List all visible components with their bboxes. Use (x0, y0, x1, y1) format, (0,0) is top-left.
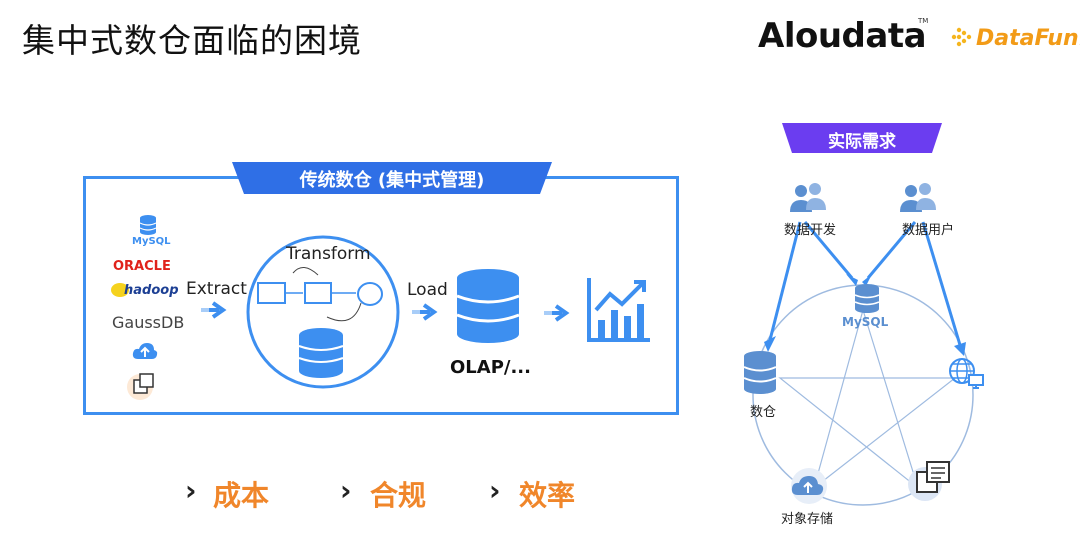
chevron-right-icon: › (489, 474, 501, 507)
requirements-tab-shape (782, 123, 942, 153)
gaussdb-source-label: GaussDB (112, 313, 185, 332)
analytics-chart-icon (587, 278, 650, 342)
hadoop-source-label: hadoop (124, 283, 179, 298)
developer-users-icon (790, 183, 826, 212)
files-icon (127, 373, 154, 400)
requirements-tab-label: 实际需求 (828, 132, 896, 152)
oracle-source-label: ORACLE (113, 259, 171, 274)
data-users-icon (900, 183, 936, 212)
files-stack-icon (908, 461, 950, 501)
datafun-logo: DataFun. (976, 26, 1080, 51)
data-dev-label: 数据开发 (784, 223, 837, 238)
olap-database-icon (456, 269, 520, 343)
object-storage-icon (791, 468, 827, 504)
mysql-icon (854, 284, 880, 313)
extract-label: Extract (186, 279, 247, 299)
compliance-label: 合规 (370, 479, 427, 512)
chevron-right-icon: › (340, 474, 352, 507)
data-user-label: 数据用户 (902, 223, 955, 238)
output-arrow-icon (544, 304, 570, 322)
cloud-upload-icon (132, 343, 158, 359)
panel-tab-shape (232, 162, 552, 194)
hadoop-elephant-icon (111, 283, 129, 297)
efficiency-label: 效率 (519, 479, 576, 512)
load-label: Load (407, 280, 448, 300)
panel-tab-label: 传统数仓 (集中式管理) (299, 170, 485, 191)
extract-arrow-icon (201, 301, 227, 319)
olap-label: OLAP/... (450, 357, 531, 378)
cost-label: 成本 (213, 479, 270, 512)
data-warehouse-icon (743, 351, 777, 394)
transform-diagram (246, 235, 400, 389)
object-storage-label: 对象存储 (781, 512, 834, 527)
mysql-label: MySQL (842, 315, 889, 329)
load-arrow-icon (412, 303, 438, 321)
transform-label: Transform (286, 244, 371, 264)
data-warehouse-label: 数仓 (750, 405, 777, 420)
network-globe-icon (949, 358, 984, 389)
aloudata-logo: Aloudata (758, 16, 927, 56)
chevron-right-icon: › (185, 474, 197, 507)
mysql-source-icon (139, 215, 157, 235)
mysql-source-label: MySQL (132, 236, 171, 247)
aloudata-trademark: TM (918, 17, 929, 25)
page-title: 集中式数仓面临的困境 (22, 21, 362, 60)
datafun-logo-mark (951, 27, 972, 47)
